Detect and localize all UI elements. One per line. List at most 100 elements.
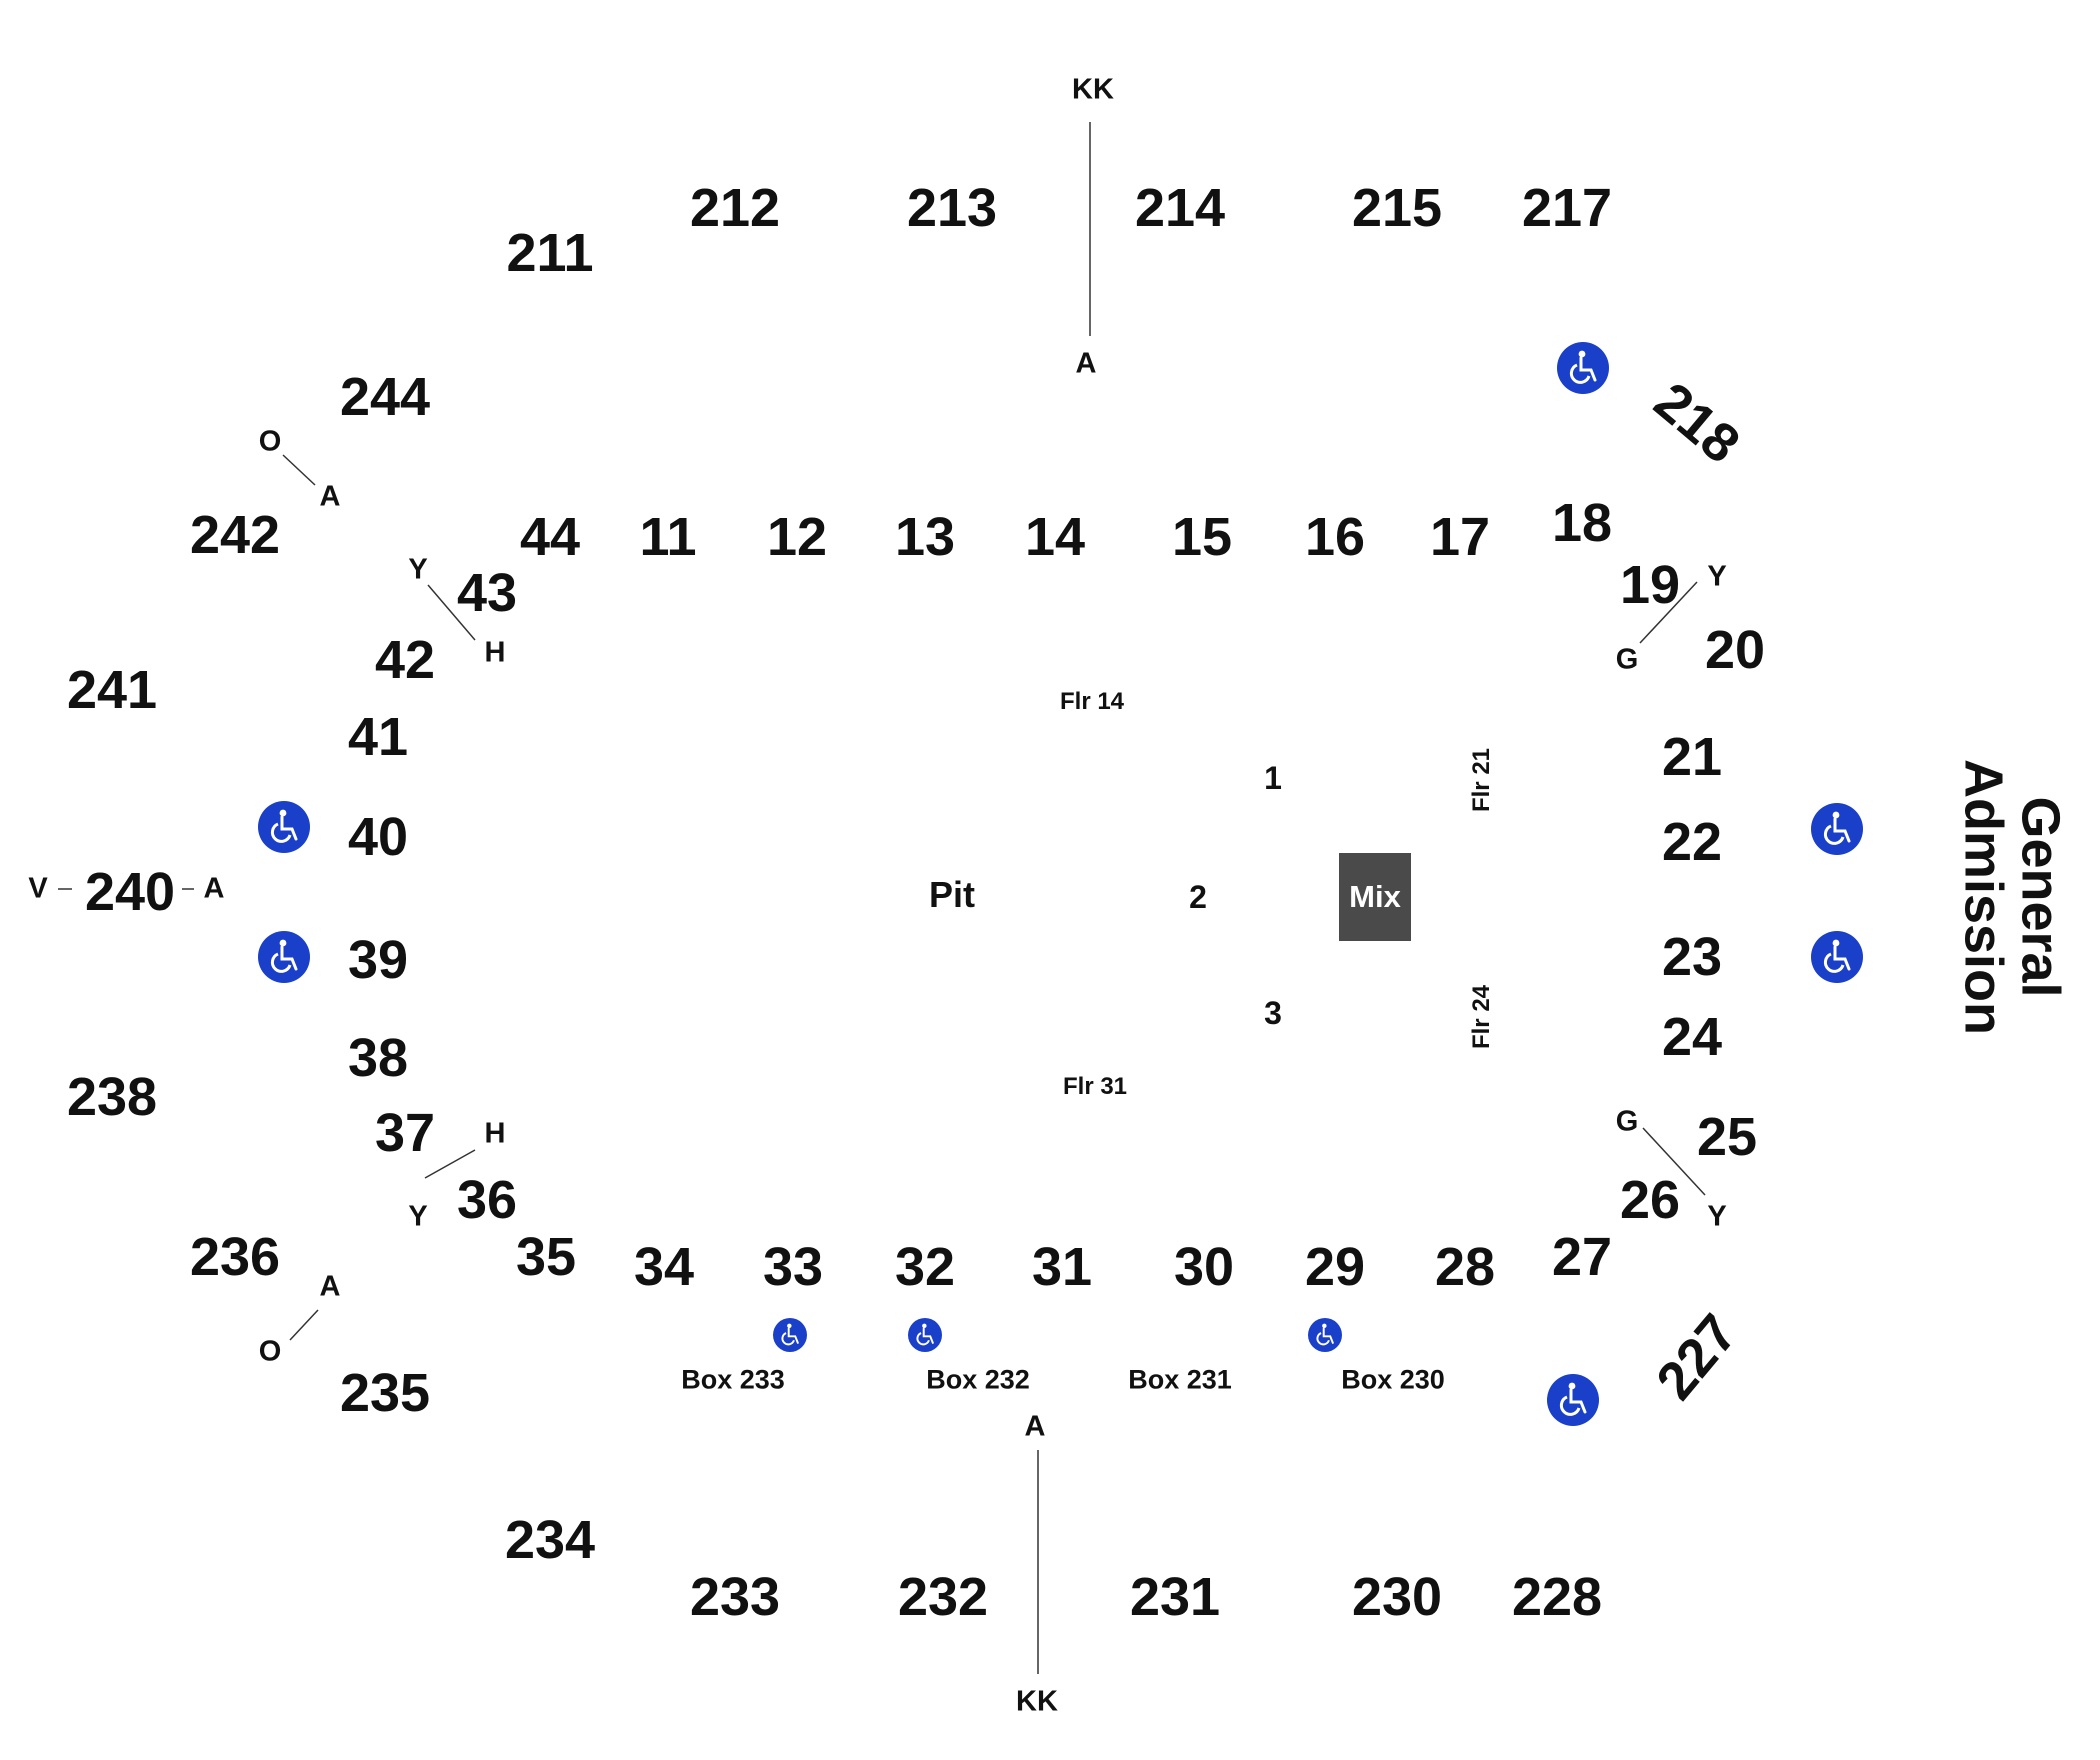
- section-233[interactable]: 233: [689, 1567, 781, 1627]
- section-36[interactable]: 36: [456, 1170, 518, 1230]
- section-39[interactable]: 39: [347, 930, 409, 990]
- section-30[interactable]: 30: [1173, 1237, 1235, 1297]
- row-marker-a-left: A: [203, 872, 225, 905]
- box-233[interactable]: Box 233: [681, 1364, 785, 1395]
- floor-pit[interactable]: Pit: [928, 874, 976, 915]
- section-41[interactable]: 41: [347, 707, 409, 767]
- section-26[interactable]: 26: [1619, 1170, 1681, 1230]
- general-admission-label: General Admission: [1954, 758, 2071, 1036]
- section-20[interactable]: 20: [1704, 620, 1766, 680]
- row-marker-h-37: H: [484, 1117, 506, 1150]
- floor-label-flr31[interactable]: Flr 31: [1062, 1073, 1128, 1100]
- section-14[interactable]: 14: [1024, 507, 1086, 567]
- row-marker-h-43: H: [484, 636, 506, 669]
- section-234[interactable]: 234: [504, 1510, 596, 1570]
- section-21[interactable]: 21: [1661, 727, 1723, 787]
- section-215[interactable]: 215: [1351, 178, 1443, 238]
- mix-label: Mix: [1349, 879, 1401, 914]
- section-38[interactable]: 38: [347, 1028, 409, 1088]
- wheelchair-icon: [1308, 1318, 1342, 1352]
- section-11[interactable]: 11: [639, 507, 697, 567]
- section-18[interactable]: 18: [1551, 493, 1613, 553]
- wheelchair-icon: [258, 931, 310, 983]
- floor-label-flr14[interactable]: Flr 14: [1059, 688, 1125, 715]
- section-42[interactable]: 42: [374, 630, 436, 690]
- wheelchair-icon: [1811, 803, 1863, 855]
- row-marker-a-lower-left: A: [319, 1270, 341, 1303]
- section-228[interactable]: 228: [1511, 1567, 1603, 1627]
- section-230[interactable]: 230: [1351, 1567, 1443, 1627]
- section-17[interactable]: 17: [1429, 507, 1491, 567]
- wheelchair-icon: [908, 1318, 942, 1352]
- ga-line1: General: [2010, 796, 2071, 998]
- box-232[interactable]: Box 232: [926, 1364, 1030, 1395]
- section-37[interactable]: 37: [374, 1103, 436, 1163]
- row-marker-y-43: Y: [408, 553, 428, 586]
- section-27[interactable]: 27: [1551, 1227, 1613, 1287]
- row-line-25: [1642, 1127, 1706, 1196]
- box-231[interactable]: Box 231: [1128, 1364, 1232, 1395]
- row-marker-kk-top: KK: [1072, 73, 1114, 106]
- section-23[interactable]: 23: [1661, 927, 1723, 987]
- section-235[interactable]: 235: [339, 1363, 431, 1423]
- section-244[interactable]: 244: [339, 367, 431, 427]
- row-line-19: [1639, 581, 1698, 644]
- floor-section-2[interactable]: 2: [1189, 879, 1207, 915]
- section-35[interactable]: 35: [515, 1227, 577, 1287]
- section-22[interactable]: 22: [1661, 812, 1723, 872]
- section-24[interactable]: 24: [1661, 1007, 1723, 1067]
- section-13[interactable]: 13: [894, 507, 956, 567]
- row-marker-a-bottom: A: [1024, 1410, 1046, 1443]
- section-12[interactable]: 12: [766, 507, 828, 567]
- floor-label-flr24[interactable]: Flr 24: [1468, 984, 1495, 1050]
- row-marker-g-25: G: [1615, 1105, 1639, 1138]
- section-31[interactable]: 31: [1031, 1237, 1093, 1297]
- section-28[interactable]: 28: [1434, 1237, 1496, 1297]
- section-231[interactable]: 231: [1129, 1567, 1221, 1627]
- row-marker-y-19: Y: [1707, 560, 1727, 593]
- section-33[interactable]: 33: [762, 1237, 824, 1297]
- row-marker-a-upper-left: A: [319, 480, 341, 513]
- row-marker-a-top: A: [1075, 347, 1097, 380]
- section-15[interactable]: 15: [1171, 507, 1233, 567]
- section-40[interactable]: 40: [347, 807, 409, 867]
- wheelchair-icon: [1811, 931, 1863, 983]
- row-line-43: [427, 584, 476, 641]
- row-marker-kk-bottom: KK: [1016, 1685, 1058, 1718]
- section-242[interactable]: 242: [189, 505, 281, 565]
- section-25[interactable]: 25: [1696, 1107, 1758, 1167]
- section-19[interactable]: 19: [1619, 555, 1681, 615]
- section-213[interactable]: 213: [906, 178, 998, 238]
- section-43[interactable]: 43: [456, 563, 518, 623]
- section-232[interactable]: 232: [897, 1567, 989, 1627]
- row-marker-y-36: Y: [408, 1200, 428, 1233]
- section-240[interactable]: 240: [84, 862, 176, 922]
- section-29[interactable]: 29: [1304, 1237, 1366, 1297]
- section-44[interactable]: 44: [519, 507, 581, 567]
- section-236[interactable]: 236: [189, 1227, 281, 1287]
- row-marker-y-26: Y: [1707, 1200, 1727, 1233]
- wheelchair-icon: [773, 1318, 807, 1352]
- section-212[interactable]: 212: [689, 178, 781, 238]
- row-marker-g-20: G: [1615, 643, 1639, 676]
- row-marker-o-upper-left: O: [258, 425, 282, 458]
- ga-line2: Admission: [1954, 758, 2014, 1036]
- floor-label-flr21[interactable]: Flr 21: [1468, 747, 1495, 813]
- floor-section-3[interactable]: 3: [1264, 995, 1282, 1031]
- section-214[interactable]: 214: [1134, 178, 1226, 238]
- section-16[interactable]: 16: [1304, 507, 1366, 567]
- section-211[interactable]: 211: [506, 223, 594, 283]
- row-marker-v-left: V: [28, 872, 48, 905]
- row-line-36: [424, 1149, 476, 1179]
- section-217[interactable]: 217: [1521, 178, 1613, 238]
- section-34[interactable]: 34: [633, 1237, 695, 1297]
- wheelchair-icon: [258, 801, 310, 853]
- section-32[interactable]: 32: [894, 1237, 956, 1297]
- row-line-lower-left: [289, 1309, 319, 1341]
- section-238[interactable]: 238: [66, 1067, 158, 1127]
- section-241[interactable]: 241: [66, 660, 158, 720]
- box-230[interactable]: Box 230: [1341, 1364, 1445, 1395]
- floor-section-1[interactable]: 1: [1264, 760, 1282, 796]
